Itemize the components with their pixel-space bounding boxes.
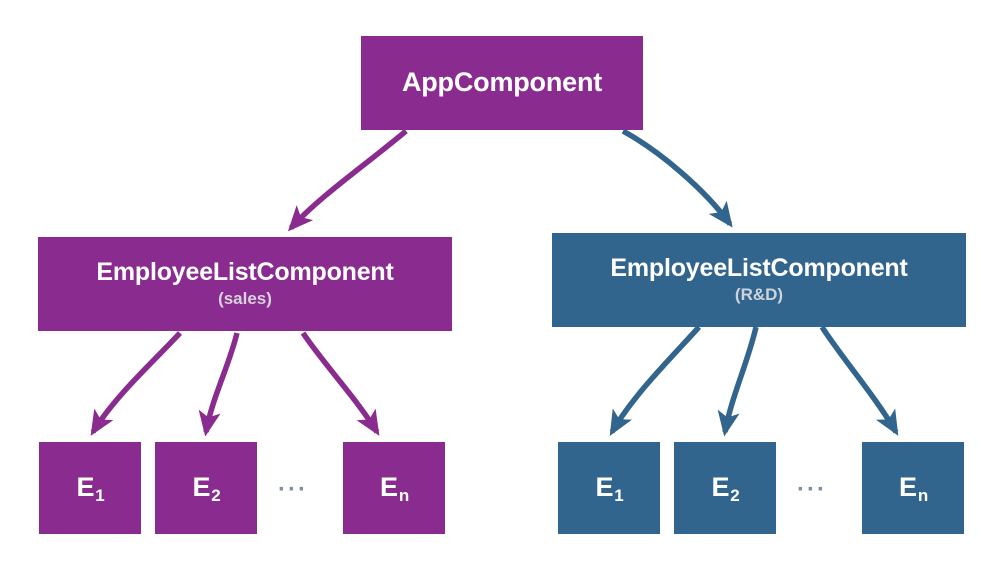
node-employee-list-component-sales-label: EmployeeListComponent [96, 258, 394, 287]
leaf-node-rnd-en[interactable]: En [862, 442, 964, 534]
edge-rnd-to-e1 [609, 325, 702, 436]
leaf-node-rnd-e1[interactable]: E1 [558, 442, 660, 534]
leaf-base: E [380, 472, 398, 503]
leaf-subscript: n [398, 486, 409, 506]
node-app-component-label: AppComponent [401, 67, 603, 98]
node-employee-list-component-sales[interactable]: EmployeeListComponent (sales) [38, 237, 452, 331]
ellipsis-rnd: ··· [797, 476, 827, 503]
node-employee-list-component-rnd[interactable]: EmployeeListComponent (R&D) [552, 233, 966, 327]
node-app-component[interactable]: AppComponent [361, 36, 643, 130]
leaf-node-sales-e2[interactable]: E2 [155, 442, 257, 534]
edge-sales-to-en [300, 331, 380, 436]
edge-app-to-rnd [621, 128, 733, 228]
leaf-base: E [192, 472, 211, 503]
node-employee-list-component-rnd-subtitle: (R&D) [734, 285, 784, 305]
leaf-subscript: 1 [614, 486, 624, 506]
leaf-node-sales-en-label: En [380, 472, 409, 506]
leaf-node-rnd-e2[interactable]: E2 [674, 442, 776, 534]
leaf-node-sales-e1-label: E1 [76, 472, 105, 506]
leaf-base: E [899, 472, 917, 503]
leaf-subscript: n [917, 486, 928, 506]
leaf-node-sales-e2-label: E2 [192, 472, 221, 506]
ellipsis-sales: ··· [278, 476, 308, 503]
leaf-base: E [595, 472, 614, 503]
leaf-node-rnd-e2-label: E2 [711, 472, 740, 506]
leaf-node-sales-e1[interactable]: E1 [39, 442, 141, 534]
edge-rnd-to-e2 [717, 326, 759, 437]
leaf-node-rnd-e1-label: E1 [595, 472, 624, 506]
leaf-base: E [711, 472, 730, 503]
edge-sales-to-e2 [198, 332, 240, 437]
node-employee-list-component-sales-subtitle: (sales) [218, 289, 272, 309]
leaf-node-sales-en[interactable]: En [343, 442, 445, 534]
edge-rnd-to-en [819, 325, 899, 436]
edge-sales-to-e1 [90, 331, 183, 436]
leaf-base: E [76, 472, 95, 503]
edge-app-to-sales [287, 128, 408, 232]
leaf-node-rnd-en-label: En [899, 472, 928, 506]
node-employee-list-component-rnd-label: EmployeeListComponent [610, 254, 908, 283]
leaf-subscript: 2 [730, 486, 740, 506]
leaf-subscript: 2 [211, 486, 221, 506]
leaf-subscript: 1 [95, 486, 105, 506]
